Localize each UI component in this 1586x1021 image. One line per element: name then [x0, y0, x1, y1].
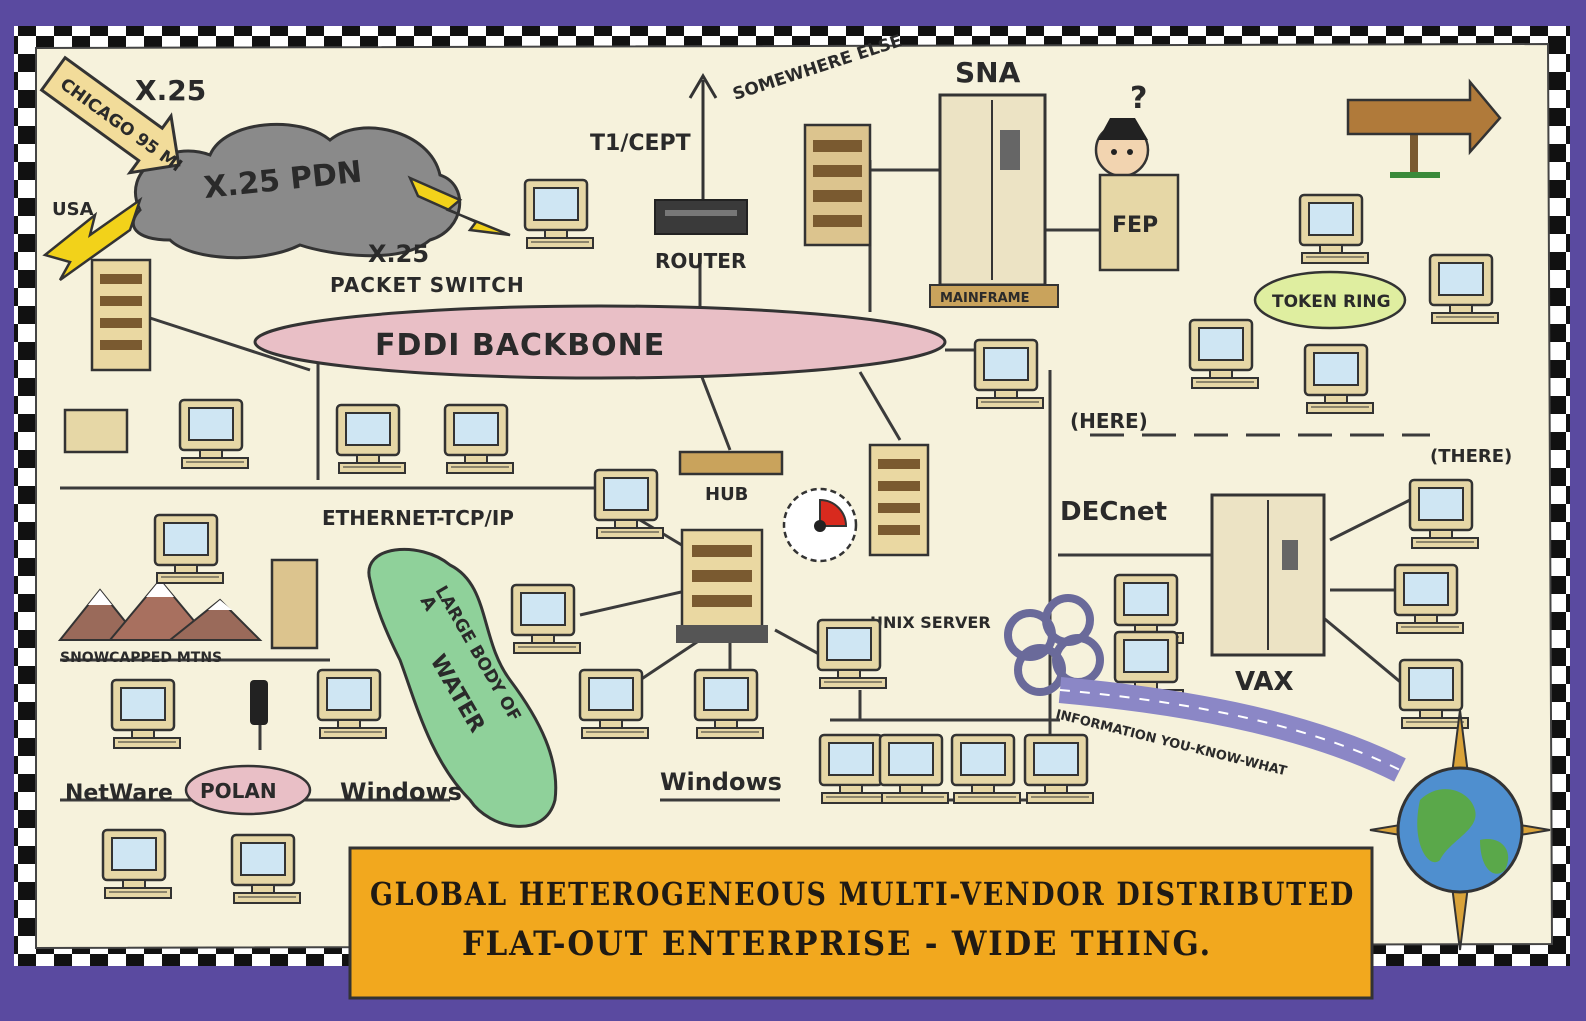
sna-label: SNA: [955, 56, 1021, 89]
windows-left-label: Windows: [340, 778, 462, 806]
question-mark-icon: ?: [1130, 81, 1147, 116]
ethernet-label: ETHERNET-TCP/IP: [322, 506, 514, 530]
router-icon: [655, 200, 747, 234]
computer-icon: [975, 340, 1043, 408]
mainframe-label: MAINFRAME: [940, 291, 1029, 306]
computer-icon: [1410, 480, 1478, 548]
mainframe-icon: [930, 95, 1058, 307]
fddi-label: FDDI BACKBONE: [375, 328, 665, 363]
netware-label: NetWare: [65, 781, 173, 806]
desktop-box-icon: [65, 410, 127, 452]
file-server-icon: [676, 530, 768, 643]
title-line-2: FLAT-OUT ENTERPRISE - WIDE THING.: [462, 924, 1212, 964]
computer-icon: [818, 620, 886, 688]
computer-icon: [1430, 255, 1498, 323]
decnet-label: DECnet: [1060, 497, 1167, 527]
computer-icon: [1300, 195, 1368, 263]
computer-icon: [1025, 735, 1093, 803]
computer-icon: [445, 405, 513, 473]
computer-icon: [1305, 345, 1373, 413]
computer-icon: [112, 680, 180, 748]
vax-label: VAX: [1235, 667, 1294, 697]
computer-icon: [820, 735, 888, 803]
x25-switch-label-2: PACKET SWITCH: [330, 273, 525, 297]
gauge-icon: [784, 489, 856, 561]
computer-icon: [1400, 660, 1468, 728]
hub-icon: [680, 452, 782, 474]
mountains-label: SNOWCAPPED MTNS: [60, 650, 222, 666]
computer-icon: [232, 835, 300, 903]
handheld-icon: [250, 680, 268, 725]
polan-label: POLAN: [200, 779, 277, 803]
title-line-1: GLOBAL HETEROGENEOUS MULTI-VENDOR DISTRI…: [370, 875, 1355, 913]
there-label: (THERE): [1430, 446, 1512, 467]
unix-server-label: UNIX SERVER: [870, 613, 991, 632]
x25-switch-label-1: X.25: [368, 240, 429, 268]
server-tower-icon: [805, 125, 870, 245]
computer-icon: [103, 830, 171, 898]
here-label: (HERE): [1070, 409, 1148, 433]
computer-icon: [512, 585, 580, 653]
x25-top-label: X.25: [135, 74, 206, 107]
hub-label: HUB: [705, 484, 748, 505]
computer-icon: [595, 470, 663, 538]
token-ring-label: TOKEN RING: [1272, 292, 1391, 312]
router-label: ROUTER: [655, 249, 746, 273]
usa-label: USA: [52, 199, 94, 220]
computer-icon: [952, 735, 1020, 803]
computer-icon: [880, 735, 948, 803]
computer-icon: [337, 405, 405, 473]
tower-small-icon: [272, 560, 317, 648]
computer-icon: [155, 515, 223, 583]
t1-cept-label: T1/CEPT: [590, 131, 691, 156]
windows-center-label: Windows: [660, 768, 782, 796]
computer-icon: [1395, 565, 1463, 633]
title-banner: [350, 848, 1372, 998]
computer-icon: [525, 180, 593, 248]
computer-icon: [580, 670, 648, 738]
server-tower-icon: [870, 445, 928, 555]
fep-label: FEP: [1112, 213, 1158, 238]
computer-icon: [695, 670, 763, 738]
server-tower-icon: [92, 260, 150, 370]
computer-icon: [1190, 320, 1258, 388]
vax-icon: [1212, 495, 1324, 655]
computer-icon: [318, 670, 386, 738]
computer-icon: [180, 400, 248, 468]
